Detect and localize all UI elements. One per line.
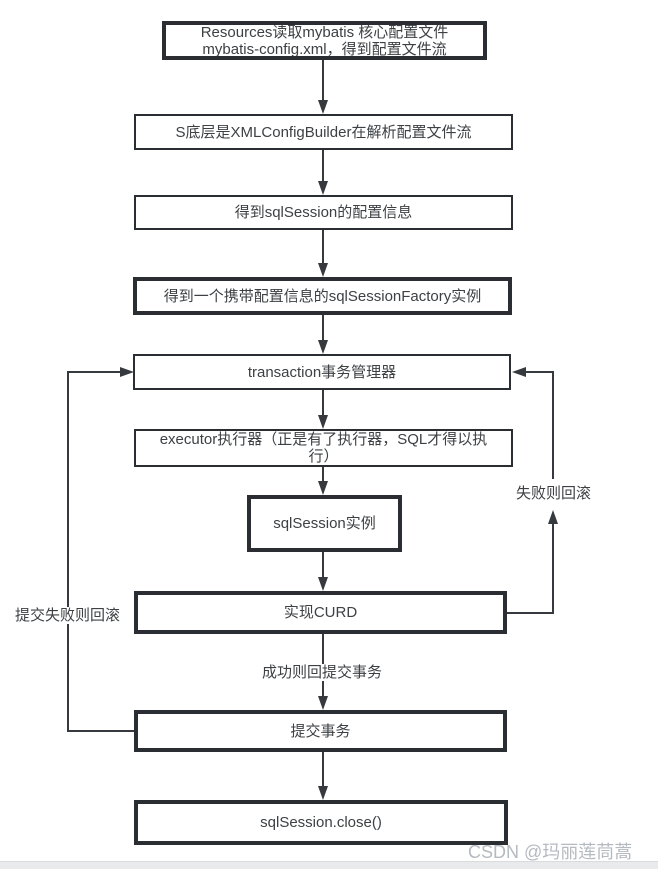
arrowhead-down-icon [318, 415, 328, 429]
arrowhead-down-icon [318, 181, 328, 195]
node-label: executor执行器（正是有了执行器，SQL才得以执 行） [159, 431, 488, 465]
arrowhead-down-icon [318, 786, 328, 800]
arrowhead-down-icon [318, 100, 328, 114]
node-label: 提交事务 [290, 722, 351, 740]
arrowhead-down-icon [318, 340, 328, 354]
node-label: 实现CURD [283, 604, 358, 621]
node-resources-read-config: Resources读取mybatis 核心配置文件 mybatis-config… [162, 21, 487, 60]
node-label: S底层是XMLConfigBuilder在解析配置文件流 [175, 123, 472, 141]
node-sqlsession-close: sqlSession.close() [134, 800, 508, 845]
node-label: 得到sqlSession的配置信息 [234, 204, 413, 221]
bottom-strip [0, 861, 658, 869]
node-sqlsession-config-info: 得到sqlSession的配置信息 [134, 195, 513, 230]
arrowhead-right-icon [120, 367, 134, 377]
node-curd: 实现CURD [134, 591, 507, 634]
node-transaction-manager: transaction事务管理器 [133, 354, 511, 390]
arrowhead-left-icon [512, 367, 526, 377]
edge-label-fail-rollback: 失败则回滚 [513, 485, 595, 502]
csdn-watermark: CSDN @玛丽莲茼蒿 [468, 842, 633, 862]
arrowhead-down-icon [318, 263, 328, 277]
node-executor: executor执行器（正是有了执行器，SQL才得以执 行） [134, 429, 513, 467]
node-label: sqlSession.close() [260, 814, 382, 831]
arrowhead-down-icon [318, 481, 328, 495]
node-label: Resources读取mybatis 核心配置文件 mybatis-config… [200, 23, 449, 58]
arrowhead-up-icon [548, 510, 558, 524]
node-sqlsessionfactory-instance: 得到一个携带配置信息的sqlSessionFactory实例 [133, 277, 512, 315]
node-xmlconfigbuilder-parse: S底层是XMLConfigBuilder在解析配置文件流 [134, 114, 513, 150]
node-label: transaction事务管理器 [247, 363, 397, 381]
arrowhead-down-icon [318, 577, 328, 591]
node-commit-transaction: 提交事务 [134, 710, 507, 752]
edge-label-success-commit: 成功则回提交事务 [259, 664, 386, 681]
node-label: 得到一个携带配置信息的sqlSessionFactory实例 [163, 287, 482, 305]
node-sqlsession-instance: sqlSession实例 [247, 495, 402, 552]
node-label: sqlSession实例 [273, 515, 376, 532]
arrowhead-down-icon [318, 696, 328, 710]
edge-label-commit-fail-rollback: 提交失败则回滚 [12, 607, 124, 624]
